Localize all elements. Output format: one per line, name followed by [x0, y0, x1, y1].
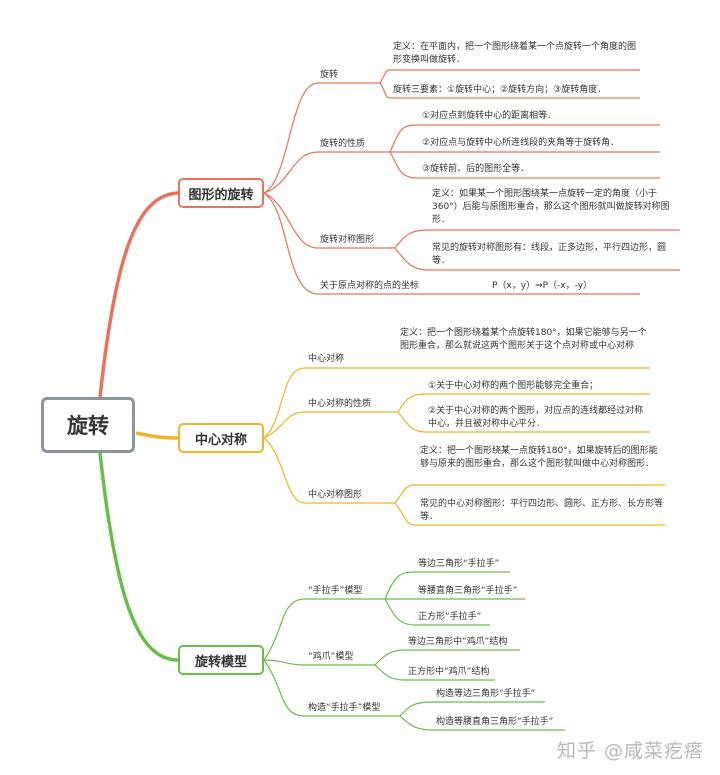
topic-construct-hand-in-hand-model: 构造“手拉手”模型	[308, 703, 381, 713]
topic-hand-in-hand-model: “手拉手”模型	[308, 586, 363, 596]
origin-symmetric-formula: P（x，y）⇒P（-x，-y）	[492, 281, 593, 291]
branch-node-rotation-model: 旋转模型	[178, 645, 264, 675]
topic-rotational-symmetric-figure: 旋转对称图形	[320, 235, 375, 245]
chicken-claw-square: 正方形中“鸡爪”结构	[408, 667, 490, 677]
central-symmetry-definition: 定义：把一个图形绕着某个点旋转180°，如果它能够与另一个图形重合，那么就说这两…	[400, 328, 647, 351]
hand-in-hand-equilateral: 等边三角形“手拉手”	[418, 559, 500, 569]
central-symmetric-figure-examples: 常见的中心对称图形：平行四边形、圆形、正方形、长方形等等．	[420, 499, 664, 522]
root-node: 旋转	[41, 397, 135, 453]
rotation-definition: 定义：在平面内，把一个图形绕着某一个点旋转一个角度的图形变换叫做旋转．	[393, 42, 637, 65]
chicken-claw-equilateral: 等边三角形中“鸡爪”结构	[408, 637, 508, 647]
branch-node-central-symmetry: 中心对称	[178, 423, 264, 453]
construct-hand-in-hand-equilateral: 构造等边三角形“手拉手”	[436, 689, 536, 699]
hand-in-hand-square: 正方形“手拉手”	[418, 612, 482, 622]
rotation-property-3: ③旋转前、后的图形全等．	[422, 164, 530, 174]
watermark: 知乎 @咸菜疙瘩	[556, 740, 704, 762]
topic-chicken-claw-model: “鸡爪”模型	[308, 652, 354, 662]
rotation-three-elements: 旋转三要素：①旋转中心；②旋转方向；③旋转角度．	[393, 85, 607, 95]
topic-central-symmetry: 中心对称	[308, 354, 345, 364]
branch-node-rotation-of-figure: 图形的旋转	[178, 178, 264, 208]
rotation-property-2: ②对应点与旋转中心所连线段的夹角等于旋转角．	[422, 138, 620, 148]
topic-central-symmetry-properties: 中心对称的性质	[308, 399, 372, 409]
central-symmetry-property-2: ②关于中心对称的两个图形，对应点的连线都经过对称中心，并且被对称中心平分．	[428, 406, 644, 429]
rotation-property-1: ①对应点到旋转中心的距离相等．	[422, 111, 557, 121]
central-symmetry-property-1: ①关于中心对称的两个图形能够完全重合；	[428, 381, 599, 391]
topic-origin-symmetric-coordinates: 关于原点对称的点的坐标	[320, 281, 420, 291]
construct-hand-in-hand-isosceles-right: 构造等腰直角三角形“手拉手”	[436, 717, 554, 727]
rotational-symmetric-definition: 定义：如果某一个图形围绕某一点旋转一定的角度（小于360°）后能与原图形重合，那…	[432, 189, 670, 225]
topic-rotation-properties: 旋转的性质	[320, 139, 366, 149]
topic-rotation: 旋转	[320, 70, 339, 80]
central-symmetric-figure-definition: 定义：把一个图形绕某一点旋转180°，如果旋转后的图形能够与原来的图形重合，那么…	[420, 446, 658, 469]
rotational-symmetric-examples: 常见的旋转对称图形有：线段，正多边形，平行四边形，圆等．	[432, 243, 667, 266]
hand-in-hand-isosceles-right: 等腰直角三角形“手拉手”	[418, 586, 518, 596]
topic-central-symmetric-figure: 中心对称图形	[308, 490, 363, 500]
